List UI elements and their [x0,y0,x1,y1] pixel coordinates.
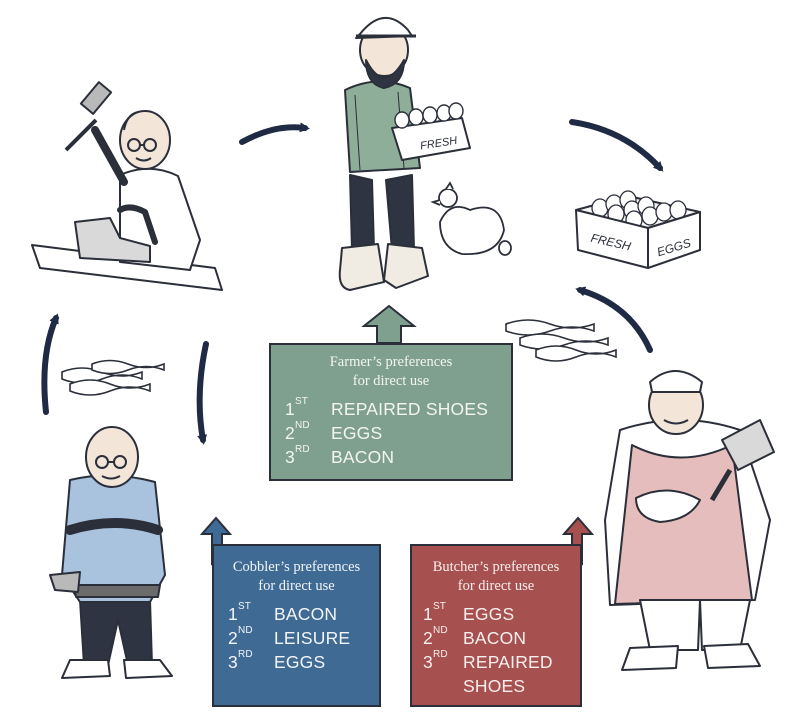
rank-label: 2ND [285,420,310,443]
farmer-box-arrow [361,304,417,344]
rank-label: 3RD [423,649,448,672]
cobbler-preference-list: 1ST BACON 2ND LEISURE 3RD EGGS [214,601,379,674]
rank-label: 1ST [228,601,252,624]
preference-item: BACON [463,628,527,648]
preference-row: 1ST EGGS [423,601,580,626]
butcher-preferences-box: Butcher’s preferences for direct use 1ST… [410,544,582,707]
cycle-arrow-icon [575,286,653,353]
rank-label: 1ST [423,601,447,624]
rank-label: 3RD [228,649,253,672]
bacon-icon [61,359,165,396]
butcher-heading-line1: Butcher’s preferences [432,559,560,575]
preference-row: 3RD EGGS [228,649,379,674]
preference-row: 3RD BACON [285,444,511,469]
preference-row: 1ST BACON [228,601,379,626]
bacon-icon [505,319,617,362]
egg-crate-icon: FRESH EGGS [575,190,701,269]
preference-item: BACON [331,447,395,467]
preference-row: 3RD REPAIRED SHOES [423,649,580,698]
cobbler-heading-line1: Cobbler’s preferences [232,559,361,575]
butcher-preference-list: 1ST EGGS 2ND BACON 3RD REPAIRED SHOES [412,601,580,698]
preference-item: EGGS [331,423,383,443]
rank-label: 1ST [285,396,309,419]
preference-item: REPAIRED SHOES [331,399,489,419]
rank-label: 2ND [423,625,448,648]
butcher-heading-line2: for direct use [457,578,535,594]
hammer-icon [64,81,113,152]
butcher-preferences-heading: Butcher’s preferences for direct use [412,546,580,596]
egg-crate-icon: FRESH [391,102,471,161]
farmer-heading-line2: for direct use [352,373,430,389]
cleaver-icon [709,419,775,502]
farmer-preferences-heading: Farmer’s preferences for direct use [271,345,511,391]
cycle-arrows [41,119,664,445]
preference-item: BACON [274,604,338,624]
preference-row: 2ND EGGS [285,420,511,445]
farmer-crate-label: FRESH [419,135,458,153]
butcher-box-arrow [561,516,595,566]
farmer-heading-line1: Farmer’s preferences [329,354,453,370]
cycle-arrow-icon [239,122,310,145]
cobbler-box-arrow [199,516,233,566]
cobbler-preferences-box: Cobbler’s preferences for direct use 1ST… [212,544,381,707]
preference-row: 2ND LEISURE [228,625,379,650]
cobbler-at-bench [31,81,223,291]
preference-item: EGGS [274,652,326,672]
preference-item: EGGS [463,604,515,624]
farmer-preferences-box: Farmer’s preferences for direct use 1ST … [269,343,513,481]
cobbler-heading-line2: for direct use [258,578,335,594]
farmer-preference-list: 1ST REPAIRED SHOES 2ND EGGS 3RD BACON [271,396,511,469]
rank-label: 3RD [285,444,310,467]
rank-label: 2ND [228,625,253,648]
preference-item: REPAIRED SHOES [463,652,553,696]
cycle-arrow-icon [41,313,59,415]
cobbler-preferences-heading: Cobbler’s preferences for direct use [214,546,379,596]
preference-row: 1ST REPAIRED SHOES [285,396,511,421]
farmer-figure: FRESH [338,16,471,291]
preference-row: 2ND BACON [423,625,580,650]
cycle-arrow-icon [569,119,664,172]
cobbler-figure [49,426,173,679]
chicken-icon [430,181,512,256]
butcher-figure [604,370,775,671]
cycle-arrow-icon [196,341,209,445]
preference-item: LEISURE [274,628,351,648]
